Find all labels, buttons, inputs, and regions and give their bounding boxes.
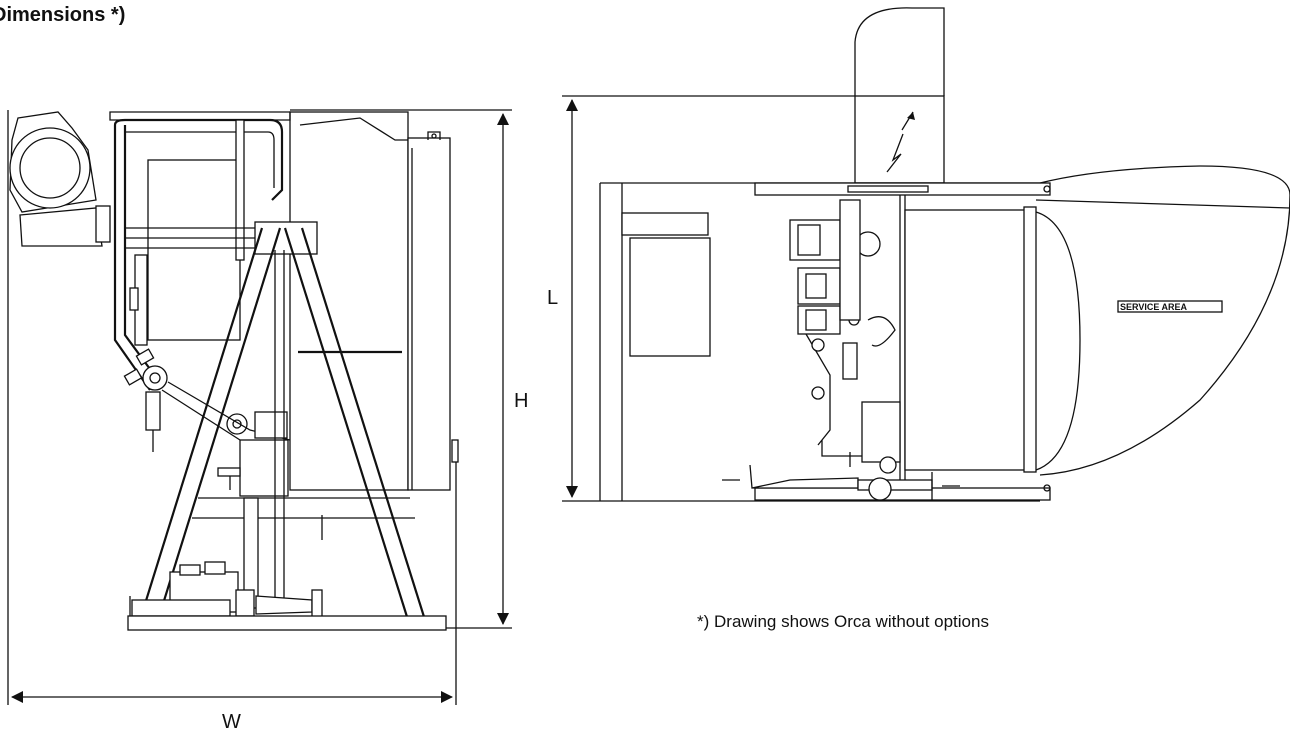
drawing-title: Dimensions *) — [0, 4, 126, 26]
service-area: SERVICE AREA — [1035, 165, 1290, 476]
side-view — [7, 109, 512, 705]
height-dimension-line — [290, 109, 512, 629]
footnote: *) Drawing shows Orca without options — [697, 612, 989, 631]
valves-and-motors — [789, 199, 901, 467]
top-view: SERVICE AREA — [562, 7, 1290, 502]
bottom-rails — [722, 456, 960, 501]
service-area-label: SERVICE AREA — [1120, 302, 1188, 312]
width-label: W — [222, 711, 241, 733]
length-dimension-line — [562, 95, 855, 502]
pipework — [109, 111, 291, 391]
drive-motor — [9, 111, 111, 247]
machine-body — [599, 182, 1051, 502]
width-dimension-line — [7, 110, 457, 705]
valve-assembly — [123, 348, 291, 456]
door-swing — [854, 7, 945, 184]
a-frame-stand — [138, 221, 427, 621]
base-components — [127, 561, 447, 631]
drum-housing — [289, 111, 459, 491]
length-label: L — [547, 287, 559, 309]
height-label: H — [514, 390, 529, 412]
